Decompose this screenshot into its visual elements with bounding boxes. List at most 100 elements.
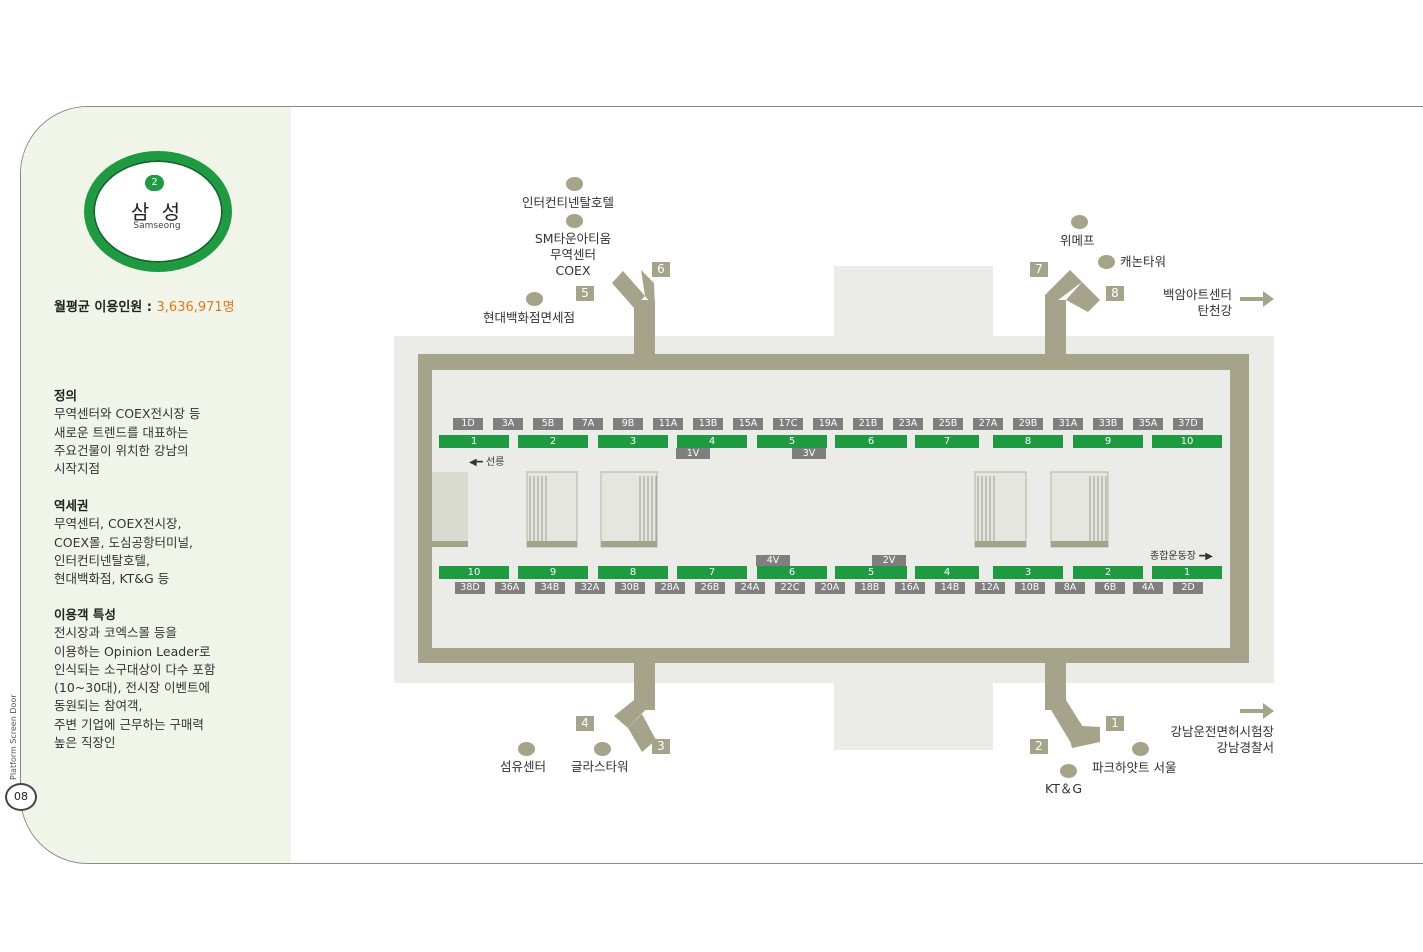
section-heading: 역세권 [54, 498, 89, 513]
exit-number: 4 [576, 716, 594, 731]
landmark-label: 현대백화점면세점 [483, 310, 576, 325]
landmark-label: 글라스타워 [571, 759, 629, 774]
landmark-dot [594, 742, 611, 756]
arrow-right-icon: ━▶ [1199, 551, 1213, 562]
exit-number: 3 [652, 739, 670, 754]
section-heading: 이용객 특성 [54, 607, 116, 622]
door-label: 22C [775, 582, 805, 594]
section-line: 인터컨티넨탈호텔, [54, 552, 150, 568]
section-line: 인식되는 소구대상이 다수 포함 [54, 661, 216, 677]
exit-number: 8 [1106, 286, 1124, 301]
wall-bottom [418, 648, 1249, 663]
section-line: COEX몰, 도심공항터미널, [54, 534, 193, 550]
door-label: 38D [455, 582, 485, 594]
car-number: 9 [518, 566, 588, 579]
landmark-line: 무역센터 [549, 247, 596, 262]
section-line: 높은 직장인 [54, 735, 116, 751]
section-line: 전시장과 코엑스몰 등을 [54, 625, 177, 641]
door-label: 31A [1053, 418, 1083, 430]
door-label: 7A [573, 418, 603, 430]
exit-number: 6 [652, 262, 670, 277]
car-number: 2 [518, 435, 588, 448]
landmark-label: 캐논타워 [1120, 254, 1167, 269]
door-label: 15A [733, 418, 763, 430]
sub-label: 2V [872, 555, 906, 566]
door-label: 19A [813, 418, 843, 430]
section-line: 새로운 트렌드를 대표하는 [54, 424, 189, 440]
door-label: 37D [1173, 418, 1203, 430]
door-label: 5B [533, 418, 563, 430]
station-badge [84, 151, 232, 272]
landmark-line: 강남경찰서 [1216, 740, 1274, 755]
wall-right [1230, 354, 1249, 663]
monthly-usage: 월평균 이용인원 : 3,636,971명 [54, 296, 235, 315]
line-number-badge: 2 [145, 175, 164, 191]
door-label: 25B [933, 418, 963, 430]
door-label: 8A [1055, 582, 1085, 594]
monthly-usage-value: 3,636,971명 [156, 300, 235, 315]
direction-top: ◀━ 선릉 [469, 453, 504, 468]
exit-number: 2 [1030, 739, 1048, 754]
station-name-en: Samseong [133, 221, 181, 231]
door-label: 20A [815, 582, 845, 594]
door-label: 4A [1133, 582, 1163, 594]
landmark-label: 인터컨티넨탈호텔 [522, 195, 615, 210]
landmark-dot [518, 742, 535, 756]
car-number: 5 [835, 566, 907, 579]
section-line: 무역센터, COEX전시장, [54, 516, 182, 532]
door-label: 27A [973, 418, 1003, 430]
door-label: 1D [453, 418, 483, 430]
landmark-line: SM타운아티움 [534, 231, 612, 246]
door-label: 29B [1013, 418, 1043, 430]
landmark-line: COEX [555, 263, 591, 278]
car-number: 3 [598, 435, 668, 448]
arrow-right-icon [1240, 291, 1274, 307]
door-label: 26B [695, 582, 725, 594]
sub-label: 4V [756, 555, 790, 566]
car-number: 3 [993, 566, 1063, 579]
section-area: 역세권 무역센터, COEX전시장, COEX몰, 도심공항터미널, 인터컨티넨… [54, 497, 193, 588]
section-line: 주변 기업에 근무하는 구매력 [54, 716, 204, 732]
wall-left [418, 354, 432, 663]
door-label: 30B [615, 582, 645, 594]
door-label: 21B [853, 418, 883, 430]
section-line: 무역센터와 COEX전시장 등 [54, 406, 201, 422]
section-line: (10~30대), 전시장 이벤트에 [54, 680, 210, 696]
car-number: 8 [993, 435, 1063, 448]
landmark-dot [1132, 742, 1149, 756]
landmark-label: 섬유센터 [500, 759, 547, 774]
section-line: 동원되는 참여객, [54, 698, 143, 714]
station-name-ko: 삼 성 [130, 200, 184, 224]
car-number: 6 [835, 435, 907, 448]
exit-number: 7 [1030, 262, 1048, 277]
landmark-label: 위메프 [1060, 233, 1095, 248]
door-label: 35A [1133, 418, 1163, 430]
section-line: 주요건물이 위치한 강남의 [54, 442, 189, 458]
car-number: 7 [677, 566, 747, 579]
section-line: 현대백화점, KT&G 등 [54, 571, 170, 587]
exit-number: 1 [1106, 716, 1124, 731]
door-label: 32A [575, 582, 605, 594]
door-label: 12A [975, 582, 1005, 594]
door-label: 9B [613, 418, 643, 430]
direction-label: 선릉 [485, 457, 505, 468]
landmark-line: 탄천강 [1197, 303, 1232, 318]
door-label: 17C [773, 418, 803, 430]
landmark-dot [1098, 255, 1115, 269]
landmark-dot [526, 292, 543, 306]
arrow-right-icon [1240, 703, 1274, 719]
door-label: 10B [1015, 582, 1045, 594]
section-line: 시작지점 [54, 461, 101, 477]
door-label: 2D [1173, 582, 1203, 594]
landmark-line: 백암아트센터 [1162, 287, 1232, 302]
door-label: 33B [1093, 418, 1123, 430]
section-line: 이용하는 Opinion Leader로 [54, 643, 211, 659]
door-label: 16A [895, 582, 925, 594]
car-number: 5 [757, 435, 827, 448]
car-number: 2 [1073, 566, 1143, 579]
car-number: 10 [1152, 435, 1222, 448]
direction-label: 종합운동장 [1150, 551, 1196, 562]
landmark-label: 강남운전면허시험장 강남경찰서 [1140, 724, 1274, 756]
